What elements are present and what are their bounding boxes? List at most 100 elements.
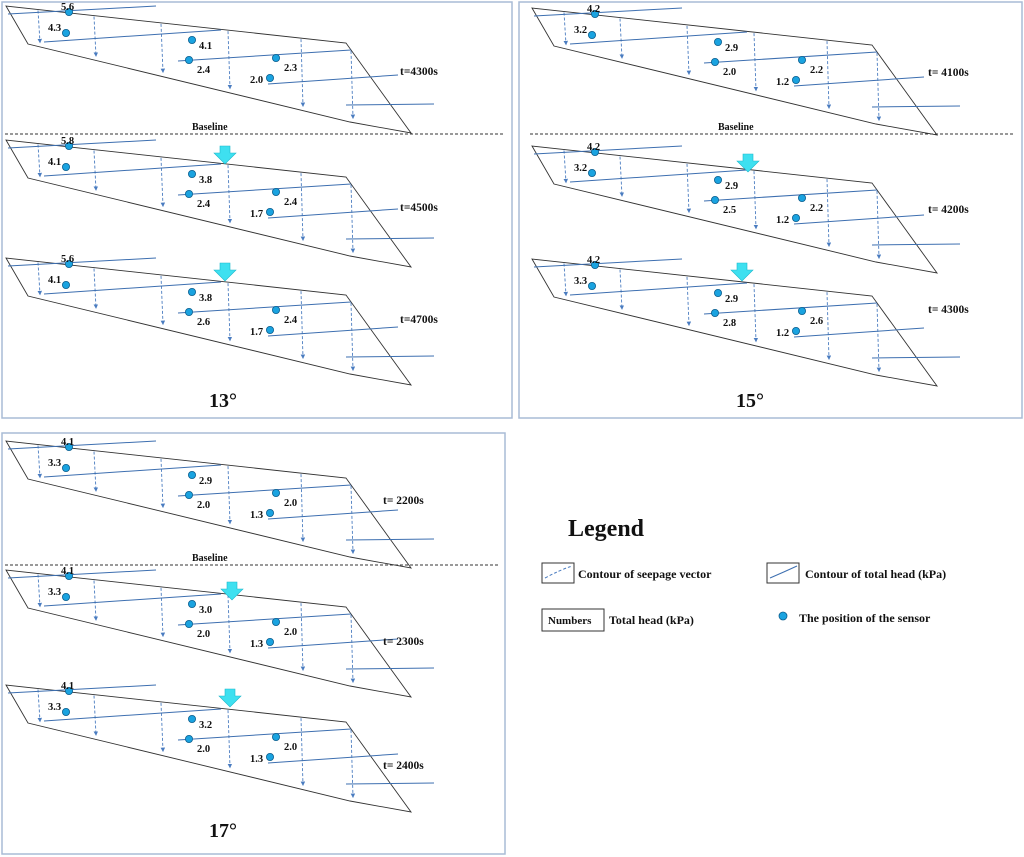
sensor-s5 [271, 305, 280, 314]
sensor-s6-value: 1.2 [776, 215, 789, 226]
sensor-s2 [588, 30, 597, 39]
sensor-s2 [62, 708, 71, 717]
time-label-0-0: t=4300s [400, 66, 438, 78]
sensor-s4 [711, 58, 720, 67]
seepage-vector-line [350, 729, 356, 799]
sensor-s2-value: 4.1 [48, 157, 61, 168]
seepage-vector-line [300, 474, 306, 543]
sensor-s5-value: 2.4 [284, 315, 298, 326]
baseline-label-13: Baseline [192, 122, 228, 133]
seepage-vector-line [686, 276, 692, 327]
sensor-s4-value: 2.4 [197, 199, 211, 210]
sensor-s3-value: 2.9 [199, 476, 212, 487]
sensor-s2 [62, 280, 71, 289]
sensor-s1 [591, 147, 600, 156]
seepage-vector-line [563, 12, 569, 46]
seepage-vector-line [300, 291, 306, 360]
seepage-vector-line [160, 157, 166, 208]
seepage-vector-line [93, 580, 99, 621]
seepage-vector-line [686, 163, 692, 214]
sensor-s3-value: 3.8 [199, 175, 212, 186]
legend-seepage-label: Contour of seepage vector [578, 567, 712, 581]
total-head-contour [7, 569, 157, 579]
time-label-1-0: t= 4100s [928, 67, 969, 79]
sensor-s6 [265, 508, 274, 517]
sensor-s3-value: 3.8 [199, 293, 212, 304]
sensor-s2-value: 4.3 [48, 23, 61, 34]
seepage-vector-line [753, 171, 759, 230]
baseline-label-15: Baseline [718, 122, 754, 133]
sensor-s6 [265, 74, 274, 83]
time-label-2-0: t= 2200s [383, 495, 424, 507]
seepage-vector-line [826, 292, 832, 361]
seepage-vector-line [160, 275, 166, 326]
seepage-vector-line [300, 173, 306, 242]
total-head-contour [43, 29, 222, 43]
sensor-s5 [798, 306, 807, 315]
sensor-s6-value: 1.3 [250, 510, 263, 521]
time-step-arrow-2-0 [220, 581, 244, 601]
total-head-contour [871, 243, 961, 246]
legend-head-swatch [766, 562, 800, 584]
sensor-s4 [184, 189, 193, 198]
sensor-s1 [591, 9, 600, 18]
time-step-arrow-0-0 [213, 145, 237, 165]
sensor-s4-value: 2.0 [197, 744, 210, 755]
sensor-s6 [265, 207, 274, 216]
seepage-vector-line [37, 10, 43, 44]
total-head-contour [345, 237, 435, 240]
sensor-s6-value: 1.7 [250, 209, 263, 220]
seepage-vector-line [350, 302, 356, 372]
sensor-s6-value: 1.2 [776, 328, 789, 339]
sensor-s3 [187, 470, 196, 479]
total-head-contour [703, 302, 878, 315]
sensor-s1-value: 4.1 [61, 681, 74, 692]
sensor-s4-value: 2.0 [723, 67, 736, 78]
seepage-vector-line [300, 718, 306, 787]
sensor-s2 [62, 593, 71, 602]
sensor-s4 [184, 490, 193, 499]
legend-numbers-box-text: Numbers [548, 615, 592, 627]
sensor-s4 [184, 56, 193, 65]
angle-label-13: 13° [209, 390, 237, 412]
sensor-s6 [265, 753, 274, 762]
legend-head-line-icon [769, 565, 798, 579]
total-head-contour [703, 189, 878, 202]
seepage-vector-line [160, 458, 166, 509]
time-step-arrow-1-1 [730, 262, 754, 282]
total-head-contour [267, 509, 399, 520]
sensor-s2 [62, 463, 71, 472]
time-label-2-1: t= 2300s [383, 636, 424, 648]
seepage-vector-line [350, 184, 356, 254]
sensor-s5 [271, 187, 280, 196]
sensor-s3-value: 3.2 [199, 720, 212, 731]
seepage-vector-line [37, 262, 43, 296]
seepage-vector-line [160, 587, 166, 638]
total-head-contour [43, 708, 222, 722]
panel-17-border [1, 432, 506, 855]
sensor-s3-value: 4.1 [199, 41, 212, 52]
sensor-s4-value: 2.0 [197, 629, 210, 640]
total-head-contour [533, 145, 683, 155]
sensor-s6 [792, 213, 801, 222]
angle-label-17: 17° [209, 820, 237, 842]
total-head-contour [533, 258, 683, 268]
seepage-vector-line [93, 150, 99, 191]
time-label-2-2: t= 2400s [383, 760, 424, 772]
total-head-contour [7, 684, 157, 694]
legend-head-label: Contour of total head (kPa) [805, 567, 946, 581]
time-step-arrow-0-1 [213, 262, 237, 282]
total-head-contour [177, 484, 352, 497]
legend-sensor-label: The position of the sensor [799, 611, 931, 625]
sensor-s4 [711, 195, 720, 204]
seepage-vector-line [350, 50, 356, 120]
seepage-vector-line [227, 595, 233, 654]
sensor-s2 [588, 281, 597, 290]
sensor-s4-value: 2.5 [723, 205, 736, 216]
